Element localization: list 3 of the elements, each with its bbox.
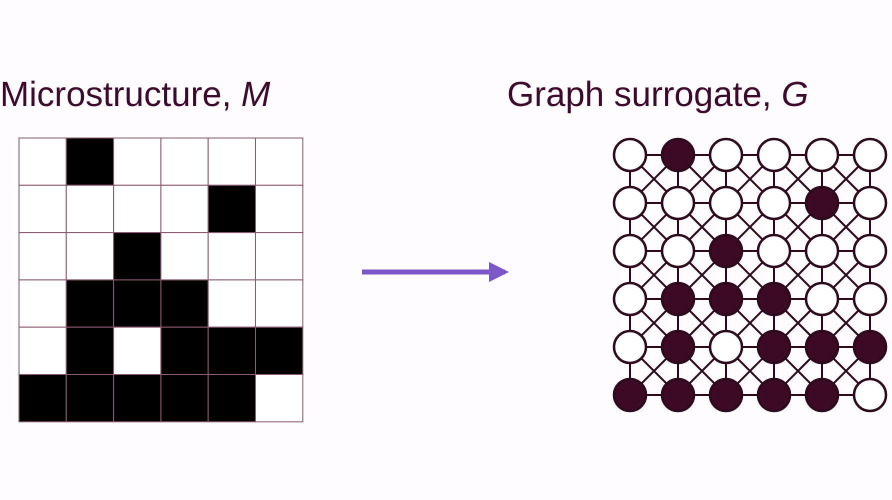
arrow [362, 262, 509, 282]
panel-heading: Microstructure, M [0, 75, 270, 115]
panel-heading: Graph surrogate, G [507, 75, 809, 115]
